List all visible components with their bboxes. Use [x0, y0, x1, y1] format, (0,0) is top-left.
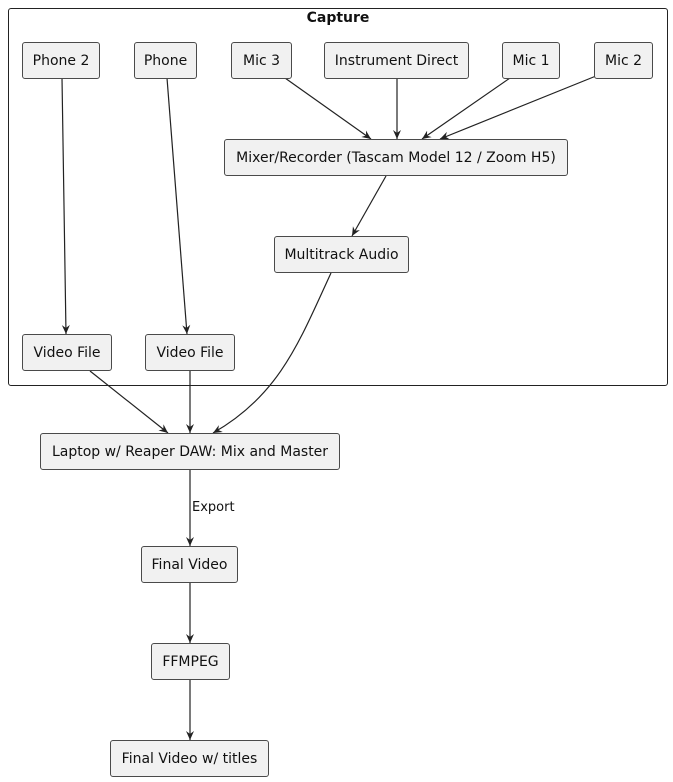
capture-group: Capture: [8, 8, 668, 386]
node-ffmpeg[interactable]: FFMPEG: [151, 643, 230, 680]
edge-mic2-mixer: [439, 75, 597, 140]
edge-phone-videofile: [166, 77, 191, 335]
node-mic-3[interactable]: Mic 3: [231, 42, 292, 79]
node-multitrack-audio[interactable]: Multitrack Audio: [274, 236, 409, 273]
node-mixer-recorder[interactable]: Mixer/Recorder (Tascam Model 12 / Zoom H…: [224, 139, 568, 176]
node-mic-2[interactable]: Mic 2: [594, 42, 653, 79]
node-mic-1[interactable]: Mic 1: [502, 42, 560, 79]
edge-multitrack-laptop: [212, 272, 332, 434]
node-instrument-direct[interactable]: Instrument Direct: [324, 42, 469, 79]
edge-label-export: Export: [192, 500, 235, 515]
edge-mic1-mixer: [421, 77, 511, 140]
node-phone-2[interactable]: Phone 2: [22, 42, 100, 79]
node-final-video-titles[interactable]: Final Video w/ titles: [110, 740, 269, 777]
edge-mixer-multitrack: [351, 175, 387, 237]
node-phone[interactable]: Phone: [134, 42, 197, 79]
group-title: Capture: [306, 10, 370, 26]
edge-mic3-mixer: [284, 77, 372, 140]
node-laptop-reaper[interactable]: Laptop w/ Reaper DAW: Mix and Master: [40, 433, 340, 470]
edge-phone2-videofile: [61, 77, 70, 335]
edge-videofile1-laptop: [89, 370, 169, 434]
node-video-file-1[interactable]: Video File: [22, 334, 112, 371]
node-video-file-2[interactable]: Video File: [145, 334, 235, 371]
node-final-video[interactable]: Final Video: [141, 546, 238, 583]
